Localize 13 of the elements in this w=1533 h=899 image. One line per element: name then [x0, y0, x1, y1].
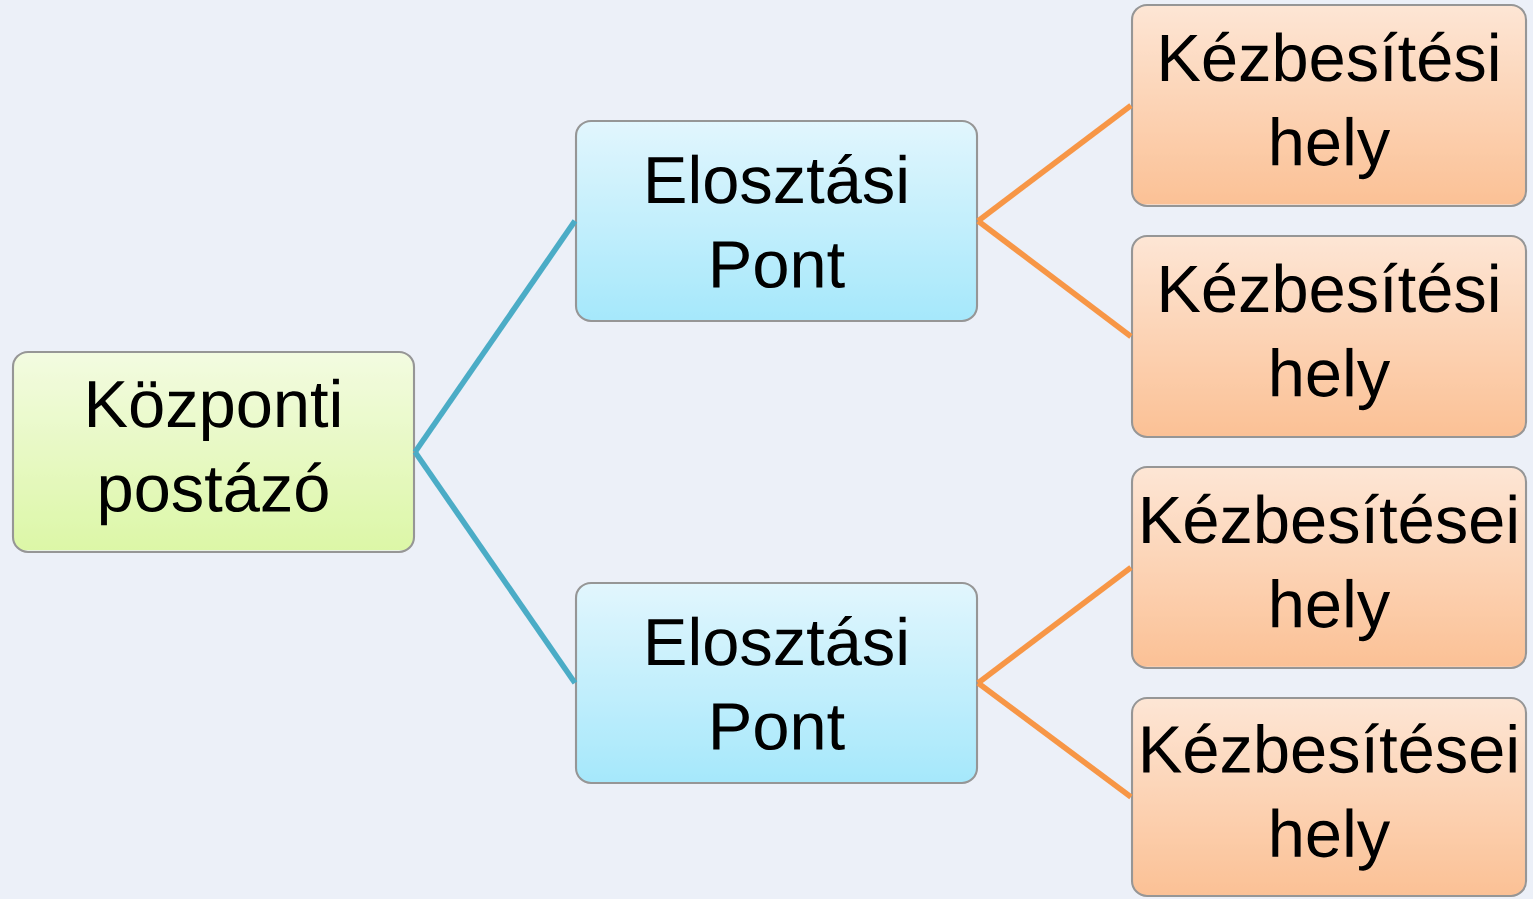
delivery-box: Kézbesítései hely [1130, 696, 1528, 898]
delivery-box: Kézbesítési hely [1130, 234, 1528, 439]
connector-line [412, 219, 578, 454]
delivery-box: Kézbesítései hely [1130, 465, 1528, 670]
connector-line [976, 218, 1133, 339]
distribution-box: Elosztási Pont [574, 581, 979, 785]
connector-line [412, 450, 578, 685]
connector-line [976, 680, 1133, 800]
root-box: Központi postázó [11, 350, 416, 554]
connector-line [976, 103, 1133, 224]
distribution-box: Elosztási Pont [574, 119, 979, 323]
delivery-box: Kézbesítési hely [1130, 3, 1528, 208]
connector-line [976, 565, 1133, 686]
